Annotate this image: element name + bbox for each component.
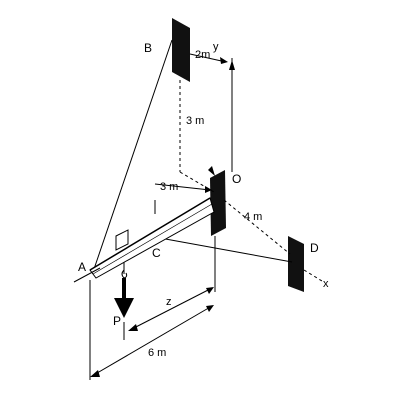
label-point-o: O (232, 172, 241, 186)
dashed-o-to-d (223, 199, 291, 255)
wall-plate-o (210, 170, 226, 236)
label-3m-vertical: 3 m (186, 115, 204, 127)
dim-2m-arrow (189, 53, 227, 63)
label-point-d: D (310, 241, 319, 255)
beam-block (115, 229, 129, 251)
dim-3m-horizontal-arrow (205, 186, 212, 193)
label-4m: 4 m (244, 211, 262, 223)
label-load-p: P (113, 314, 121, 328)
label-6m: 6 m (148, 347, 166, 359)
label-axis-x: x (323, 278, 329, 290)
label-z: z (166, 296, 172, 308)
wall-plate-d (288, 236, 304, 292)
load-arrowhead (114, 298, 134, 318)
label-3m-horizontal: 3 m (160, 181, 178, 193)
cable-a-to-b (92, 39, 173, 273)
label-point-a: A (78, 260, 86, 274)
beam-top-edge (89, 197, 211, 271)
dim-6m-arrow-right (206, 305, 214, 312)
dim-z-arrow-right (206, 287, 214, 294)
dim-3m-horizontal (154, 183, 211, 191)
label-point-b: B (144, 41, 152, 55)
label-axis-y: y (213, 41, 219, 53)
dim-3m-vertical-arrow-top (229, 60, 235, 70)
cable-c-to-d (159, 237, 293, 263)
label-point-c: C (152, 246, 161, 260)
dim-3m-vertical-arrow-bottom (208, 166, 215, 176)
dim-z-arrow-left (128, 324, 138, 331)
beam (89, 197, 215, 279)
ground-line-a (73, 267, 101, 283)
label-2m: 2m (195, 49, 210, 61)
dim-6m-line (91, 305, 213, 377)
dashed-x-axis (303, 269, 323, 282)
dim-z-line (129, 287, 213, 331)
dim-2m-arrowhead (220, 57, 228, 64)
wall-plate-b (172, 18, 190, 82)
dim-6m-arrow-left (90, 370, 100, 377)
beam-flange (92, 203, 213, 275)
